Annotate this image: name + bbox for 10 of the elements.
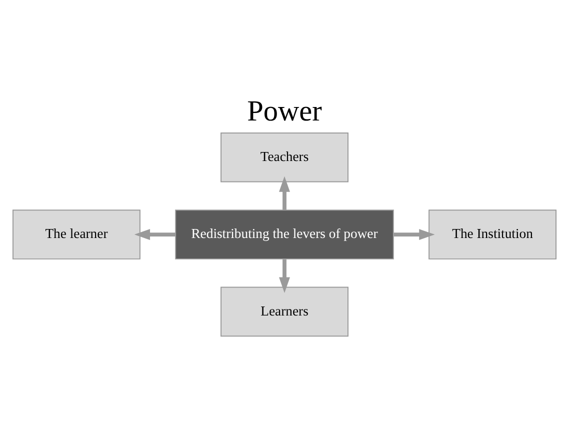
arrow — [134, 229, 176, 240]
node-box: The learner — [12, 210, 140, 260]
node-box: The Institution — [428, 210, 556, 260]
arrow — [394, 229, 435, 240]
node-box: Teachers — [220, 132, 348, 182]
diagram-title: Power — [247, 95, 322, 128]
arrow — [279, 259, 290, 293]
arrow — [279, 176, 290, 210]
node-box: Redistributing the levers of power — [175, 210, 394, 260]
node-box: Learners — [220, 286, 348, 337]
